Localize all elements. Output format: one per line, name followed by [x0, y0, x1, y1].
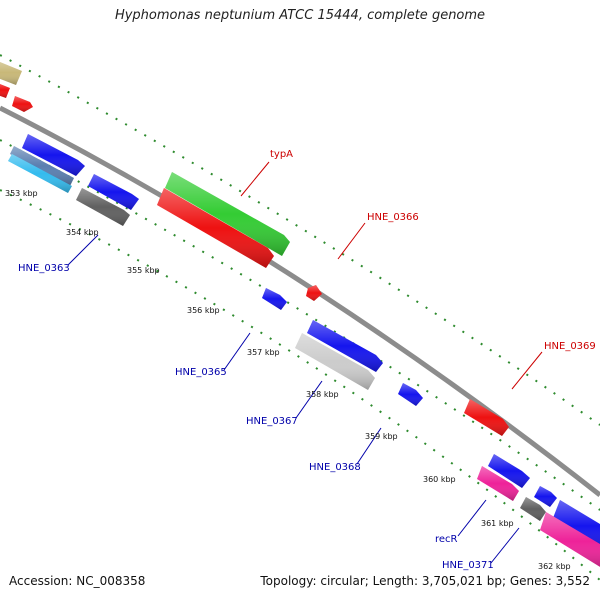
gene-label-recR[interactable]: recR	[435, 534, 458, 545]
leader-hne0369	[511, 351, 543, 390]
gene-blue-361[interactable]	[534, 486, 557, 507]
kbp-label: 355 kbp	[127, 266, 160, 275]
gene-label-hne0366[interactable]: HNE_0366	[367, 212, 419, 223]
gene-blue-353[interactable]	[22, 134, 85, 176]
gene-khaki[interactable]	[0, 60, 22, 85]
gene-lightgray-0367[interactable]	[295, 333, 375, 390]
kbp-label: 360 kbp	[423, 475, 456, 484]
gene-pink-recR[interactable]	[477, 466, 519, 501]
kbp-label: 359 kbp	[365, 432, 398, 441]
kbp-labels: 353 kbp 354 kbp 355 kbp 356 kbp 357 kbp …	[5, 189, 571, 571]
leader-hne0366	[337, 222, 366, 260]
leader-recR	[457, 499, 487, 537]
genome-backbone	[0, 105, 600, 497]
accession-text: Accession: NC_008358	[9, 574, 146, 588]
topology-text: Topology: circular; Length: 3,705,021 bp…	[260, 574, 590, 588]
gene-pink-362[interactable]	[540, 512, 600, 570]
leader-hne0371	[490, 527, 520, 564]
gene-blue-360[interactable]	[488, 454, 530, 488]
genes	[0, 60, 600, 570]
gene-red-small-2[interactable]	[12, 96, 33, 112]
kbp-label: 362 kbp	[538, 562, 571, 571]
gene-cyan-353[interactable]	[8, 154, 72, 193]
kbp-label: 361 kbp	[481, 519, 514, 528]
gene-labels: typA HNE_0366 HNE_0369 HNE_0363 HNE_0365…	[18, 149, 596, 571]
gene-blue-0365[interactable]	[262, 288, 287, 310]
gene-blue-362[interactable]	[553, 500, 600, 552]
gene-blue-0368[interactable]	[398, 383, 423, 406]
kbp-label: 356 kbp	[187, 306, 220, 315]
gene-gray-354[interactable]	[76, 188, 130, 226]
gene-label-hne0367[interactable]: HNE_0367	[246, 416, 298, 427]
kbp-label: 354 kbp	[66, 228, 99, 237]
gene-gray-361[interactable]	[520, 497, 546, 521]
gene-label-typA[interactable]: typA	[270, 149, 293, 160]
gene-label-hne0368[interactable]: HNE_0368	[309, 462, 361, 473]
kbp-label: 357 kbp	[247, 348, 280, 357]
leader-typA	[240, 161, 270, 197]
gene-red-0366[interactable]	[306, 285, 322, 301]
gene-label-hne0365[interactable]: HNE_0365	[175, 367, 227, 378]
leader-hne0365	[223, 332, 251, 371]
gene-label-hne0369[interactable]: HNE_0369	[544, 341, 596, 352]
gene-label-hne0371[interactable]: HNE_0371	[442, 560, 494, 571]
leader-hne0367	[295, 380, 323, 419]
gene-blue-0367a[interactable]	[307, 320, 383, 372]
gene-green-typA[interactable]	[165, 172, 290, 256]
leader-hne0368	[356, 427, 382, 465]
outer-tick-arc	[0, 54, 600, 426]
gene-red-typA[interactable]	[157, 188, 274, 268]
gene-red-small-left[interactable]	[0, 82, 10, 98]
leader-hne0363	[67, 234, 99, 266]
gene-red-0369[interactable]	[464, 399, 509, 436]
gene-blue-354[interactable]	[88, 174, 139, 210]
gene-steel-353[interactable]	[10, 146, 74, 186]
kbp-label: 358 kbp	[306, 390, 339, 399]
leader-lines	[67, 161, 543, 564]
gene-label-hne0363[interactable]: HNE_0363	[18, 263, 70, 274]
map-title: Hyphomonas neptunium ATCC 15444, complet…	[114, 8, 486, 23]
kbp-label: 353 kbp	[5, 189, 38, 198]
tick-dotted-arcs	[0, 54, 600, 581]
